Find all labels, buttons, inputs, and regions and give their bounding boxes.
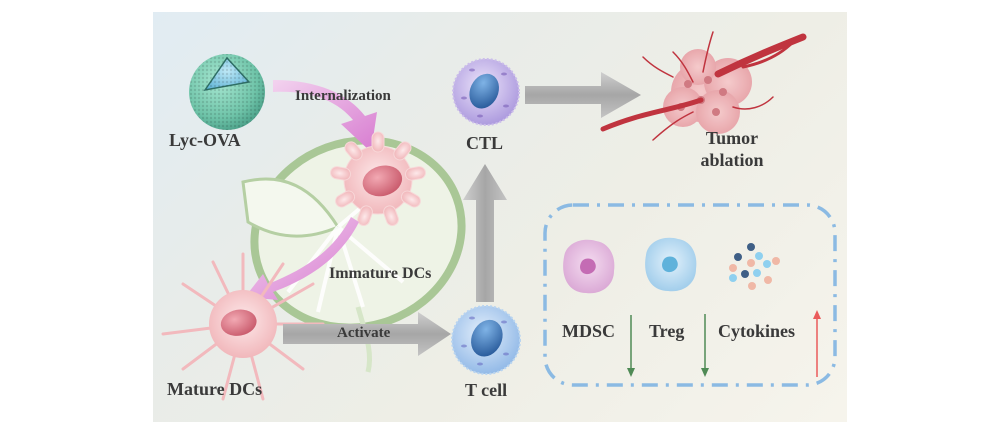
cytokines-up-arrow [813, 310, 821, 377]
treg-label: Treg [649, 321, 685, 341]
mdsc-down-arrow [627, 315, 635, 377]
immature-dcs-label: Immature DCs [329, 265, 432, 282]
internalization-label: Internalization [295, 88, 391, 104]
lyc-ova-nanoparticle-icon [189, 54, 265, 130]
mature-dcs-label: Mature DCs [167, 379, 263, 399]
activate-label: Activate [337, 325, 391, 341]
tumor-label-line-2: ablation [700, 150, 764, 170]
tcell-to-ctl-arrow [463, 164, 507, 302]
mdsc-label: MDSC [562, 321, 615, 341]
activate-arrow [283, 312, 451, 356]
ctl-label: CTL [466, 133, 504, 153]
immature-dc-icon [330, 131, 426, 226]
t-cell-label: T cell [465, 380, 508, 400]
cytokines-label: Cytokines [718, 321, 796, 341]
cytokines-icon [729, 243, 780, 290]
diagram-canvas [161, 31, 837, 401]
treg-down-arrow [701, 314, 709, 377]
figure-panel: Lyc-OVA Internalization Immature DCs Mat… [153, 12, 847, 422]
inset-box [543, 203, 837, 387]
maturation-arrow [245, 217, 359, 300]
lyc-ova-label: Lyc-OVA [169, 130, 241, 150]
ctl-to-tumor-arrow [525, 72, 641, 118]
treg-cell-icon [645, 237, 697, 292]
tumor-ablation-label: Tumor ablation [687, 129, 777, 169]
mdsc-cell-icon [563, 239, 615, 294]
internalization-arrow [273, 80, 377, 152]
tumor-icon [600, 31, 807, 141]
tumor-label-line-1: Tumor [705, 128, 759, 148]
ctl-icon [452, 58, 520, 126]
t-cell-icon [451, 305, 521, 375]
